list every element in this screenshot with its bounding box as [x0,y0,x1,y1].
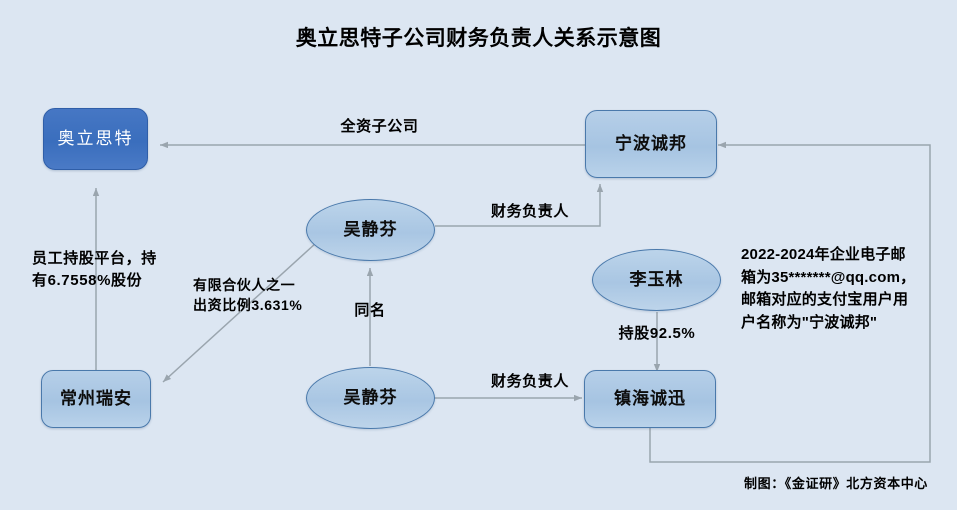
node-wujingfen-top-label: 吴静芬 [343,219,398,239]
node-wujingfen-bottom-label: 吴静芬 [343,387,398,407]
annotation-note: 2022-2024年企业电子邮 箱为35*******@qq.com， 邮箱对应… [741,246,916,331]
node-liyulin[interactable]: 李玉林 [592,249,721,311]
edge-label-chigu: 持股92.5% [618,325,696,342]
node-liyulin-label: 李玉林 [629,269,684,289]
node-aolisite[interactable]: 奥立思特 [43,108,148,170]
node-wujingfen-bottom[interactable]: 吴静芬 [306,367,435,429]
node-ningbo-label: 宁波诚邦 [615,133,687,153]
node-changzhou[interactable]: 常州瑞安 [41,370,151,428]
edge-label-tongming: 同名 [354,302,386,319]
edge-label-quanzi: 全资子公司 [340,118,419,135]
edge-label-caiwu-top: 财务负责人 [490,203,569,220]
node-zhenhai[interactable]: 镇海诚迅 [584,370,716,428]
edge-label-yuangong: 员工持股平台，持 有6.7558%股份 [32,250,157,289]
node-wujingfen-top[interactable]: 吴静芬 [306,199,435,261]
edge-label-caiwu-bottom: 财务负责人 [490,373,569,390]
node-ningbo[interactable]: 宁波诚邦 [585,110,717,178]
credit-text: 制图：《金证研》北方资本中心 [744,476,928,491]
node-changzhou-label: 常州瑞安 [60,388,132,408]
node-zhenhai-label: 镇海诚迅 [614,388,686,408]
edge-label-youxian: 有限合伙人之一 出资比例3.631% [193,277,303,314]
node-aolisite-label: 奥立思特 [57,128,134,148]
page-title: 奥立思特子公司财务负责人关系示意图 [295,27,662,50]
